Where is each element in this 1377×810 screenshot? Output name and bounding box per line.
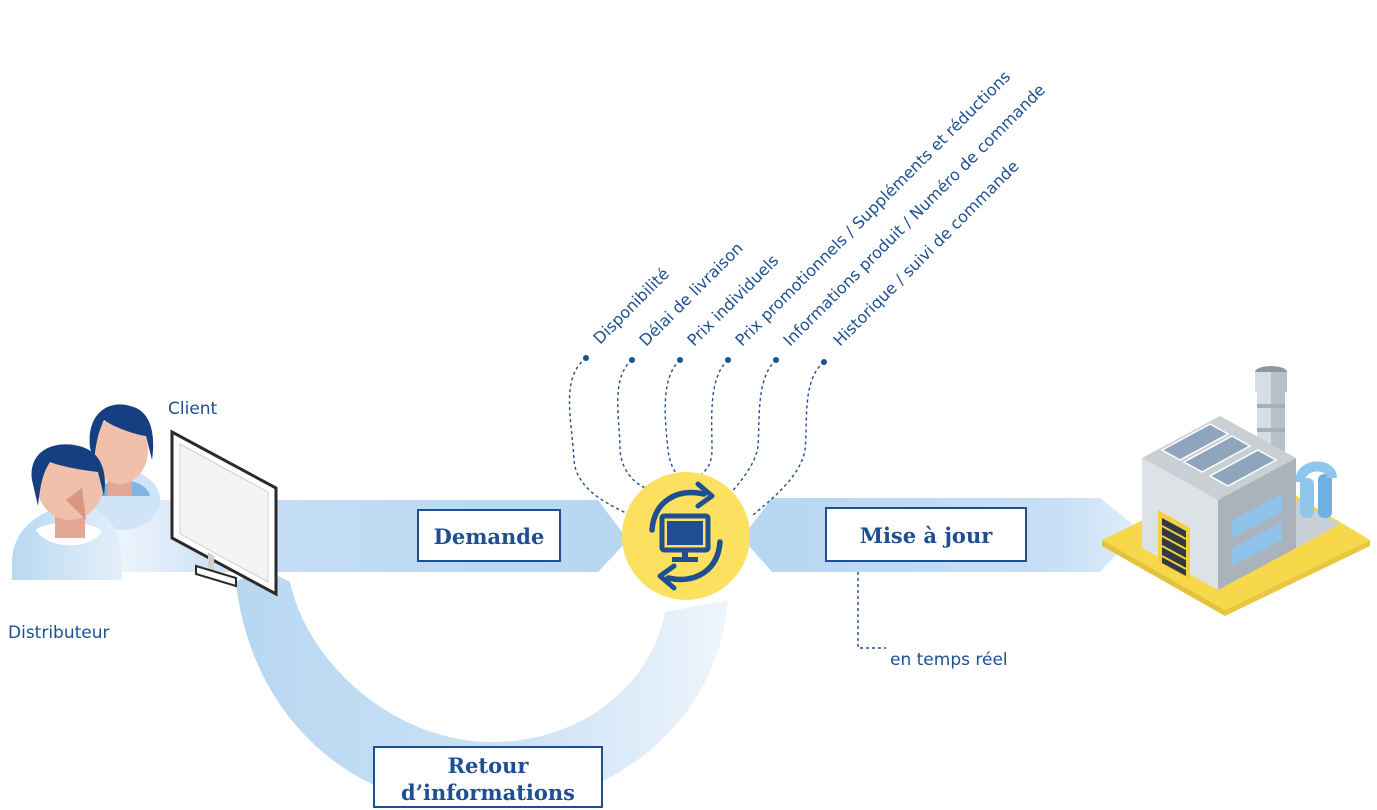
attribute-product-info: Informations produit / Numéro de command… bbox=[779, 80, 1049, 350]
realtime-label: en temps réel bbox=[890, 650, 1008, 670]
feedback-label-line1: Retour bbox=[448, 753, 530, 778]
client-label: Client bbox=[168, 399, 218, 419]
update-box: Mise à jour bbox=[825, 507, 1027, 562]
update-label: Mise à jour bbox=[860, 523, 994, 548]
realtime-connector bbox=[857, 572, 886, 649]
monitor-icon bbox=[170, 429, 278, 597]
attribute-order-history: Historique / suivi de commande bbox=[829, 157, 1022, 350]
factory-icon bbox=[1102, 366, 1370, 616]
feedback-box: Retour d’informations bbox=[373, 746, 603, 808]
sync-monitor-icon bbox=[622, 472, 750, 600]
feedback-arc bbox=[236, 568, 728, 809]
request-label: Demande bbox=[434, 524, 545, 549]
users-icon bbox=[12, 404, 160, 580]
attribute-connectors bbox=[568, 357, 825, 517]
attribute-labels: Disponibilité Délai de livraison Prix in… bbox=[589, 67, 1049, 350]
distributor-label: Distributeur bbox=[8, 623, 110, 643]
feedback-label-line2: d’informations bbox=[401, 780, 575, 805]
request-box: Demande bbox=[417, 509, 561, 562]
attribute-dots bbox=[583, 355, 827, 365]
